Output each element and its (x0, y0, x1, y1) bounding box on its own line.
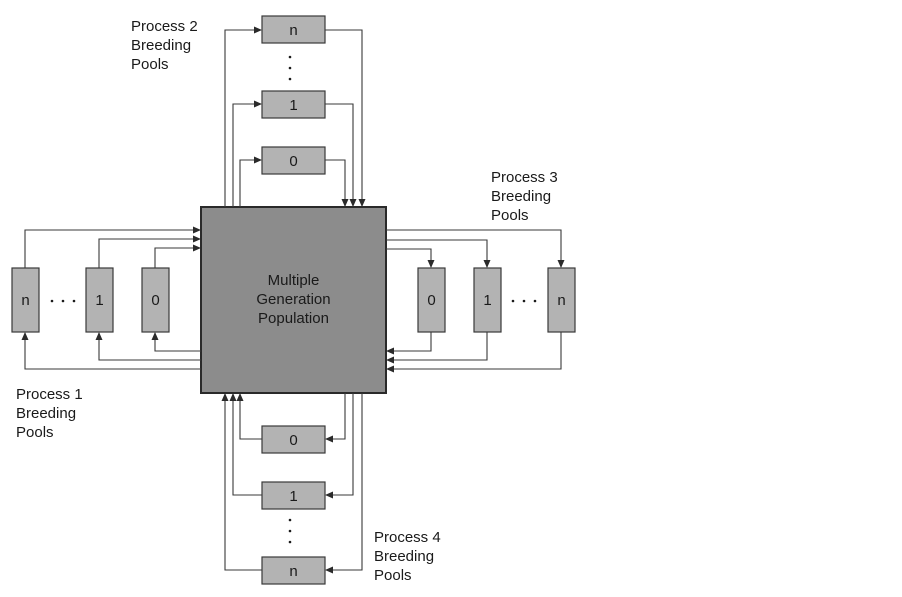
process2-pool-n (261, 15, 326, 44)
process1-label-line: Pools (16, 424, 54, 441)
process3-label: Process 3 Breeding Pools (491, 168, 558, 225)
process4-pool-0-label: 0 (289, 432, 297, 449)
process4-ellipsis (288, 518, 292, 544)
process4-label-line: Pools (374, 567, 412, 584)
process2-ellipsis (288, 55, 292, 81)
process4-pool-0 (261, 425, 326, 454)
process1-label: Process 1 Breeding Pools (16, 385, 83, 442)
process1-in-arrow-1 (98, 235, 201, 268)
process1-in-arrow-n (24, 226, 201, 268)
process2-in-arrow-1 (325, 103, 357, 207)
population-label-line: Population (258, 310, 329, 327)
process4-label-line: Breeding (374, 548, 435, 565)
process1-out-arrow-0 (151, 332, 201, 352)
process1-pool-0-label: 0 (151, 292, 159, 309)
process4-pool-n (261, 556, 326, 585)
process1-label-line: Process 1 (16, 386, 83, 403)
process1-ellipsis (50, 299, 76, 303)
process4-in-arrow-0 (236, 393, 262, 440)
population-label-line: Multiple (268, 272, 320, 289)
process1-in-arrow-0 (154, 244, 201, 268)
process2-pool-1-label: 1 (289, 97, 297, 114)
process2-label-line: Pools (131, 56, 169, 73)
process1-pool-n-label: n (21, 292, 29, 309)
process4-label-line: Process 4 (374, 529, 441, 546)
process2-pool-n-label: n (289, 22, 297, 39)
process2-out-arrow-n (224, 26, 262, 207)
process4-in-arrow-n (221, 393, 262, 571)
process2-out-arrow-1 (232, 100, 262, 207)
process1-pool-n (11, 267, 40, 333)
process3-out-arrow-0 (386, 248, 435, 268)
process3-in-arrow-0 (386, 332, 432, 355)
population-label-line: Generation (256, 291, 330, 308)
process2-pool-1 (261, 90, 326, 119)
process2-label-line: Breeding (131, 37, 192, 54)
process3-in-arrow-n (386, 332, 562, 373)
process4-label: Process 4 Breeding Pools (374, 528, 441, 585)
process4-out-arrow-0 (325, 393, 346, 443)
process3-label-line: Process 3 (491, 169, 558, 186)
process4-in-arrow-1 (229, 393, 262, 496)
process3-in-arrow-1 (386, 332, 488, 364)
process2-in-arrow-n (325, 29, 366, 207)
process1-label-line: Breeding (16, 405, 77, 422)
process1-out-arrow-n (21, 332, 201, 370)
process2-in-arrow-0 (325, 159, 349, 207)
process1-pool-0 (141, 267, 170, 333)
process4-out-arrow-1 (325, 393, 354, 499)
process3-pool-0-label: 0 (427, 292, 435, 309)
process2-label: Process 2 Breeding Pools (131, 17, 198, 74)
process4-pool-n-label: n (289, 563, 297, 580)
process3-label-line: Breeding (491, 188, 552, 205)
process3-pool-0 (417, 267, 446, 333)
process4-pool-1 (261, 481, 326, 510)
process3-out-arrow-n (386, 229, 565, 268)
process3-pool-n-label: n (557, 292, 565, 309)
population-box (200, 206, 387, 394)
process2-pool-0-label: 0 (289, 153, 297, 170)
process3-ellipsis (511, 299, 537, 303)
process1-pool-1-label: 1 (95, 292, 103, 309)
process4-pool-1-label: 1 (289, 488, 297, 505)
process2-out-arrow-0 (239, 156, 262, 207)
process1-out-arrow-1 (95, 332, 201, 361)
process3-out-arrow-1 (386, 239, 491, 268)
process3-pool-1-label: 1 (483, 292, 491, 309)
process2-label-line: Process 2 (131, 18, 198, 35)
process4-out-arrow-n (325, 393, 363, 574)
process3-label-line: Pools (491, 207, 529, 224)
